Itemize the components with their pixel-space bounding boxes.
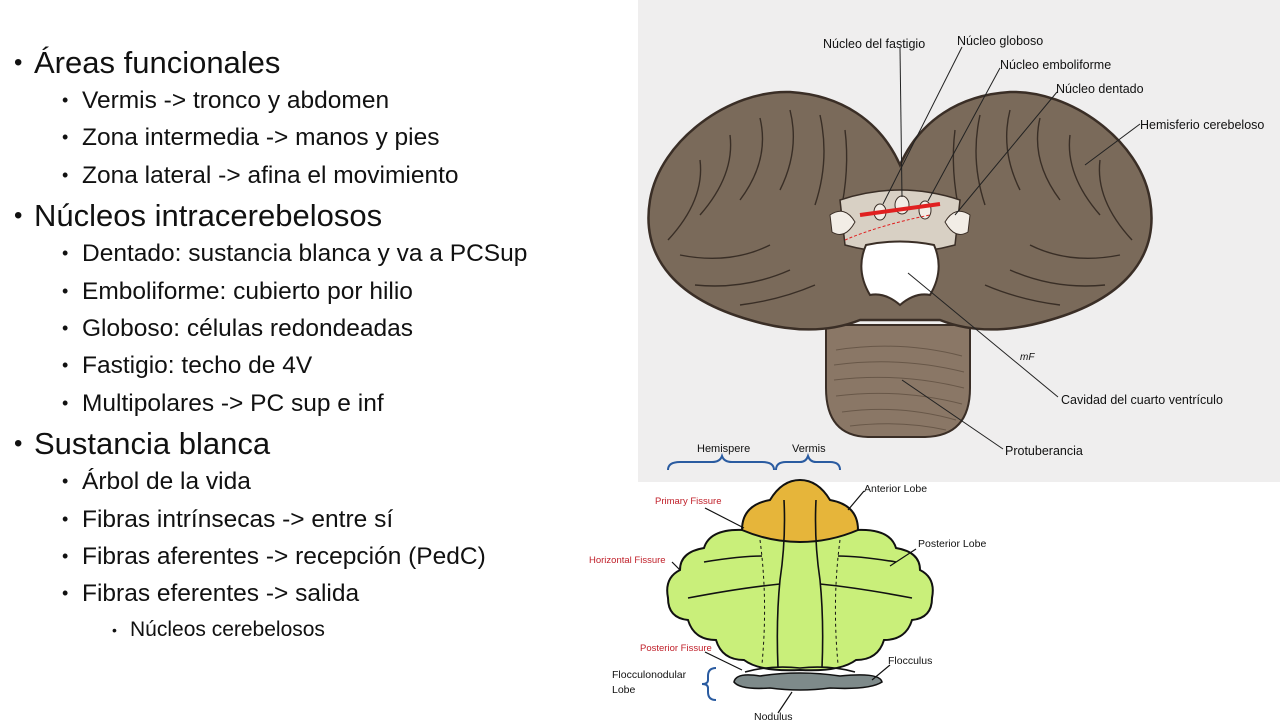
- label-posterior-lobe: Posterior Lobe: [918, 538, 986, 550]
- sub-bullet-text: Zona intermedia -> manos y pies: [82, 124, 440, 152]
- bullet-list: • Áreas funcionales • Vermis -> tronco y ab…: [14, 44, 614, 647]
- bullet-dot: •: [62, 280, 69, 301]
- cuarto-ventriculo: [860, 240, 940, 307]
- cerebellum-lobes-diagram: Hemispere Vermis Primary Fissure Anterio…: [589, 443, 986, 720]
- bullet-dot: •: [112, 621, 117, 638]
- bullet-heading: • Áreas funcionales: [14, 44, 614, 82]
- bullet-dot: •: [62, 546, 69, 567]
- red-tract: [859, 202, 941, 217]
- bullet-dot: •: [62, 90, 69, 110]
- hemispere-brace: [667, 452, 775, 471]
- sub-bullet-text: Fibras eferentes -> salida: [82, 580, 360, 608]
- label-hemisferio: Hemisferio cerebeloso: [1140, 118, 1264, 132]
- bullet-dot: •: [62, 164, 69, 185]
- sub-bullet: • Árbol de la vida: [14, 463, 614, 500]
- sub-bullet: • Emboliforme: cubierto por hilio: [14, 273, 614, 310]
- sub-bullet-text: Vermis -> tronco y abdomen: [82, 87, 390, 114]
- sub-bullet-text: Zona lateral -> afina el movimiento: [82, 161, 459, 189]
- bullet-dot: •: [62, 243, 69, 264]
- label-primary-fissure: Primary Fissure: [655, 496, 722, 507]
- bullet-dot: •: [62, 127, 69, 148]
- vermis-brace: [775, 452, 841, 471]
- bullet-dot: •: [62, 355, 69, 376]
- sub-bullet-text: Fibras aferentes -> recepción (PedC): [82, 543, 486, 571]
- sub-bullet: • Dentado: sustancia blanca y va a PCSup: [14, 235, 614, 272]
- sub-bullet-text: Árbol de la vida: [82, 468, 251, 496]
- flocculonodular-lobe: [733, 672, 883, 691]
- sub-bullet: • Zona lateral -> afina el movimiento: [14, 157, 614, 194]
- sub-bullet: • Fibras eferentes -> salida: [14, 575, 614, 612]
- label-nodulus: Nodulus: [754, 711, 793, 720]
- bullet-dot: •: [62, 318, 69, 339]
- nucleo-dentado-left: [829, 210, 856, 235]
- sub-bullet-text: Dentado: sustancia blanca y va a PCSup: [82, 240, 528, 268]
- sub-bullet: • Vermis -> tronco y abdomen: [14, 82, 614, 119]
- sub-bullet: • Zona intermedia -> manos y pies: [14, 119, 614, 156]
- label-flocculus: Flocculus: [888, 655, 932, 667]
- sub-bullet: • Multipolares -> PC sup e inf: [14, 385, 614, 422]
- sub-bullet: • Fibras intrínsecas -> entre sí: [14, 501, 614, 538]
- label-cavidad: Cavidad del cuarto ventrículo: [1061, 393, 1223, 407]
- sub-bullet: • Globoso: células redondeadas: [14, 310, 614, 347]
- posterior-lobe: [666, 528, 934, 672]
- sub-bullet: • Fibras aferentes -> recepción (PedC): [14, 538, 614, 575]
- sub-sub-bullet: • Núcleos cerebelosos: [14, 613, 614, 647]
- protuberancia-shape: [825, 324, 971, 438]
- label-posterior-fissure: Posterior Fissure: [640, 643, 712, 654]
- bullet-dot: •: [14, 430, 23, 458]
- label-flocculonodular-1: Flocculonodular: [612, 669, 687, 681]
- bullet-heading: • Sustancia blanca: [14, 425, 614, 463]
- bullet-heading-text: Sustancia blanca: [34, 426, 271, 462]
- nucleo-dentado-right: [944, 210, 971, 235]
- bullet-dot: •: [14, 49, 23, 76]
- bullet-heading-text: Núcleos intracerebelosos: [34, 198, 383, 234]
- cerebellum-section-figure: Núcleo del fastigio Núcleo globoso Núcle…: [638, 0, 1280, 482]
- label-emboliforme: Núcleo emboliforme: [1000, 58, 1111, 72]
- label-anterior-lobe: Anterior Lobe: [864, 483, 927, 495]
- bullet-dot: •: [62, 508, 69, 529]
- artist-signature: mF: [1020, 352, 1035, 363]
- label-hemispere: Hemispere: [697, 443, 750, 455]
- label-horizontal-fissure: Horizontal Fissure: [589, 555, 666, 566]
- label-protuberancia: Protuberancia: [1005, 444, 1083, 458]
- label-flocculonodular-2: Lobe: [612, 684, 636, 696]
- sub-bullet-text: Fastigio: techo de 4V: [82, 352, 313, 380]
- label-vermis: Vermis: [792, 443, 826, 455]
- anterior-lobe: [740, 478, 860, 544]
- sub-bullet-text: Emboliforme: cubierto por hilio: [82, 277, 413, 305]
- bullet-dot: •: [62, 583, 69, 604]
- sub-bullet-text: Globoso: células redondeadas: [82, 315, 413, 343]
- label-globoso: Núcleo globoso: [957, 34, 1043, 48]
- flocculonodular-brace: [701, 667, 717, 701]
- bullet-dot: •: [14, 202, 23, 230]
- label-fastigio: Núcleo del fastigio: [823, 37, 925, 51]
- sub-bullet-text: Fibras intrínsecas -> entre sí: [82, 505, 394, 533]
- bullet-dot: •: [62, 392, 69, 413]
- sub-bullet: • Fastigio: techo de 4V: [14, 347, 614, 384]
- bullet-dot: •: [62, 471, 69, 492]
- bullet-heading: • Núcleos intracerebelosos: [14, 197, 614, 235]
- sub-bullet-text: Multipolares -> PC sup e inf: [82, 389, 384, 417]
- label-dentado: Núcleo dentado: [1056, 82, 1144, 96]
- bullet-heading-text: Áreas funcionales: [34, 45, 281, 80]
- sub-sub-bullet-text: Núcleos cerebelosos: [130, 617, 325, 641]
